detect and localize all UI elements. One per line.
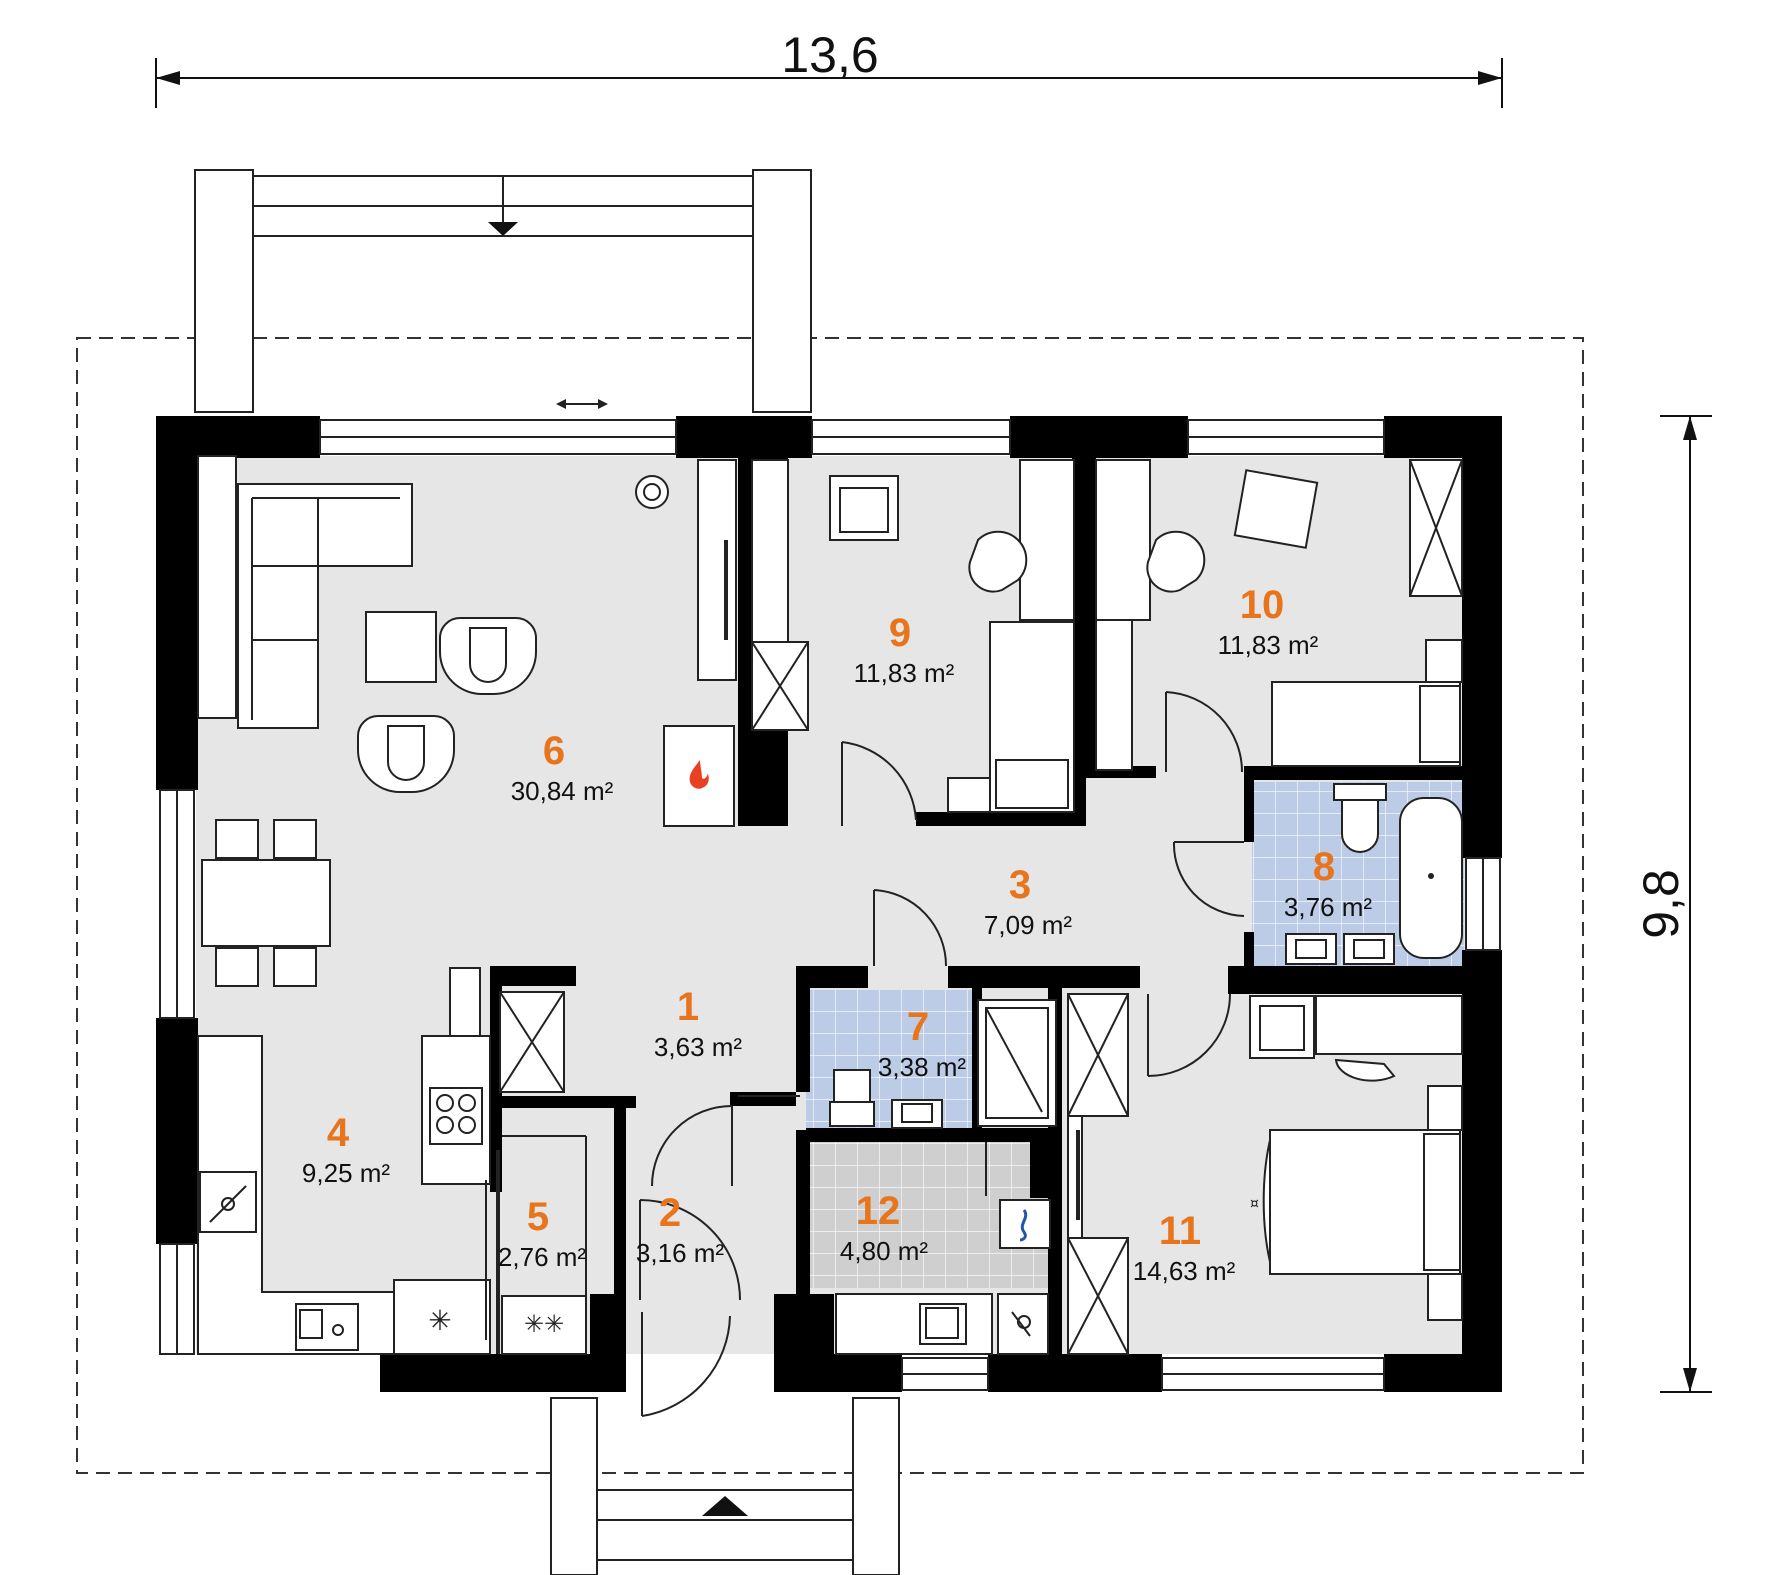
bathroom-7-furniture — [829, 999, 1057, 1129]
kitchen-furniture: ✳ — [197, 967, 565, 1355]
desk-10 — [1095, 459, 1151, 621]
desk-chair-10 — [1146, 530, 1206, 593]
tv-cabinet — [697, 459, 737, 681]
doors — [639, 691, 1245, 1417]
sink-8b — [1343, 933, 1395, 965]
bathroom-8-furniture — [1285, 783, 1463, 965]
svg-text:¤: ¤ — [1250, 1196, 1259, 1212]
sink-icon — [295, 1303, 359, 1351]
desk-11 — [1315, 995, 1463, 1055]
bed-11 — [1269, 1129, 1461, 1275]
room-1-number: 1 — [677, 985, 699, 1029]
shower — [977, 999, 1057, 1127]
freezer — [501, 1295, 587, 1355]
bed-10 — [1271, 681, 1461, 767]
bedroom-9-furniture — [751, 459, 1075, 813]
room-1-area: 3,63 m² — [654, 1032, 742, 1062]
room-11-number: 11 — [1159, 1209, 1201, 1253]
room-5-number: 5 — [527, 1195, 549, 1239]
armchair-2 — [357, 715, 455, 793]
armchair-9 — [829, 475, 899, 541]
bed-9 — [989, 621, 1075, 813]
room-8-number: 8 — [1313, 845, 1335, 889]
living-room-furniture — [197, 455, 737, 987]
bedroom-10-furniture — [1095, 459, 1463, 771]
hall-and-bedroom-11-furniture: ¤ — [1067, 993, 1463, 1355]
room-7-area: 3,38 m² — [878, 1052, 966, 1082]
room-8-area: 3,76 m² — [1284, 892, 1372, 922]
windows — [159, 399, 1501, 1391]
cooktop-icon — [429, 1087, 483, 1145]
room-6-area: 30,84 m² — [511, 776, 614, 806]
room-labels: 1 3,63 m² 2 3,16 m² 3 7,09 m² 4 9,25 m² … — [302, 583, 1372, 1286]
room-2-number: 2 — [659, 1191, 681, 1235]
room-10-area: 11,83 m² — [1218, 630, 1319, 660]
entrance-porch — [550, 1397, 900, 1575]
room-6-number: 6 — [543, 729, 565, 773]
room-4-area: 9,25 m² — [302, 1158, 390, 1188]
room-11-area: 14,63 m² — [1133, 1256, 1236, 1286]
room-12-number: 12 — [856, 1189, 901, 1233]
boiler — [999, 1199, 1051, 1249]
laundry-counter — [835, 1293, 993, 1355]
armchair — [439, 617, 537, 695]
room-5-area: 2,76 m² — [498, 1242, 586, 1272]
room-9-number: 9 — [889, 611, 911, 655]
toilet-8 — [1341, 795, 1379, 853]
room-9-area: 11,83 m² — [854, 658, 955, 688]
room-3-number: 3 — [1009, 863, 1031, 907]
room-4-number: 4 — [327, 1111, 350, 1155]
sink-8a — [1285, 933, 1337, 965]
washer — [997, 1293, 1049, 1355]
room-10-number: 10 — [1240, 583, 1285, 627]
room-3-area: 7,09 m² — [984, 910, 1072, 940]
room-2-area: 3,16 m² — [636, 1238, 724, 1268]
coffee-table — [365, 611, 437, 683]
desk-chair-9 — [968, 530, 1028, 593]
plant — [635, 475, 669, 509]
depth-dimension: 9,8 — [1633, 415, 1712, 1393]
width-dimension-label: 13,6 — [781, 27, 878, 83]
rear-terrace — [194, 169, 812, 413]
shelf-unit — [197, 455, 237, 719]
roof-outline — [76, 337, 1584, 1474]
oven-icon — [199, 1171, 257, 1233]
fridge — [393, 1279, 491, 1355]
fire-icon — [689, 760, 709, 789]
room-12-area: 4,80 m² — [840, 1236, 928, 1266]
utility-12-furniture — [835, 1199, 1051, 1355]
room-7-number: 7 — [907, 1005, 929, 1049]
width-dimension: 13,6 — [155, 27, 1503, 108]
desk-9 — [1019, 459, 1075, 621]
svg-text:✳✳: ✳✳ — [524, 1310, 564, 1338]
depth-dimension-label: 9,8 — [1633, 869, 1689, 939]
pantry-furniture: ✳✳ — [485, 1135, 587, 1355]
armchair-10 — [1233, 469, 1319, 549]
desk-chair-11 — [1334, 1058, 1396, 1082]
dining-table — [201, 859, 331, 947]
svg-text:✳: ✳ — [428, 1304, 451, 1337]
